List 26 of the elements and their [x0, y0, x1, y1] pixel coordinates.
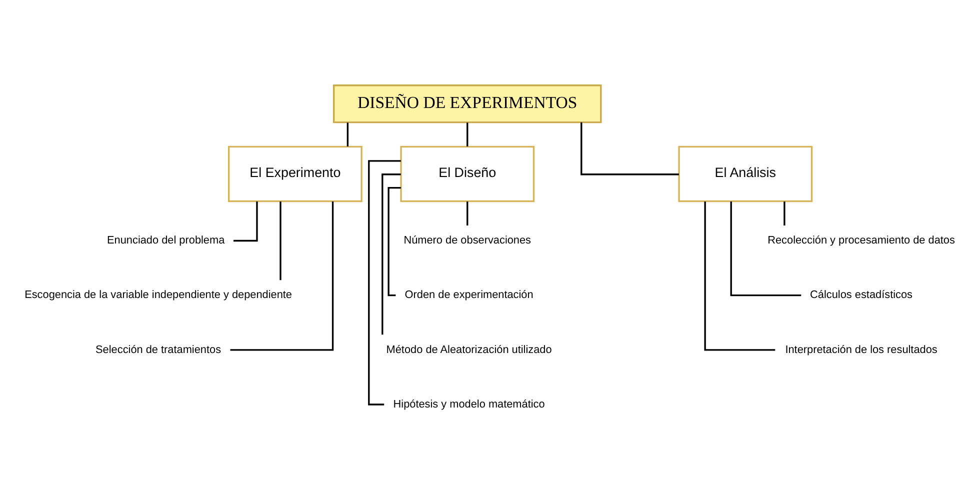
connector: [234, 201, 258, 242]
node-box: El Análisis: [678, 145, 813, 202]
node-box: El Experimento: [228, 145, 362, 202]
connector: [280, 201, 282, 280]
node-text: Enunciado del problema: [107, 234, 225, 246]
node-text: Escogencia de la variable independiente y dependiente: [24, 288, 292, 301]
node-text: Método de Aleatorización utilizado: [386, 343, 552, 356]
connector: [346, 122, 349, 146]
connector: [466, 201, 468, 225]
connector: [388, 186, 401, 296]
connector: [466, 122, 468, 146]
node-box: DISEÑO DE EXPERIMENTOS: [333, 84, 602, 123]
connector: [382, 173, 401, 334]
node-text: Interpretación de los resultados: [785, 343, 938, 356]
node-text: Cálculos estadísticos: [810, 288, 913, 301]
connector: [230, 200, 334, 350]
node-text: Orden de experimentación: [404, 288, 534, 301]
node-text: Hipótesis y modelo matemático: [393, 398, 545, 410]
node-box: El Diseño: [400, 145, 535, 202]
node-text: Número de observaciones: [404, 234, 532, 246]
connector: [784, 201, 786, 225]
connector: [580, 122, 679, 175]
node-text: Selección de tratamientos: [96, 343, 222, 356]
node-text: Recolección y procesamiento de datos: [768, 234, 955, 246]
connector: [730, 201, 802, 296]
connector: [704, 200, 776, 350]
